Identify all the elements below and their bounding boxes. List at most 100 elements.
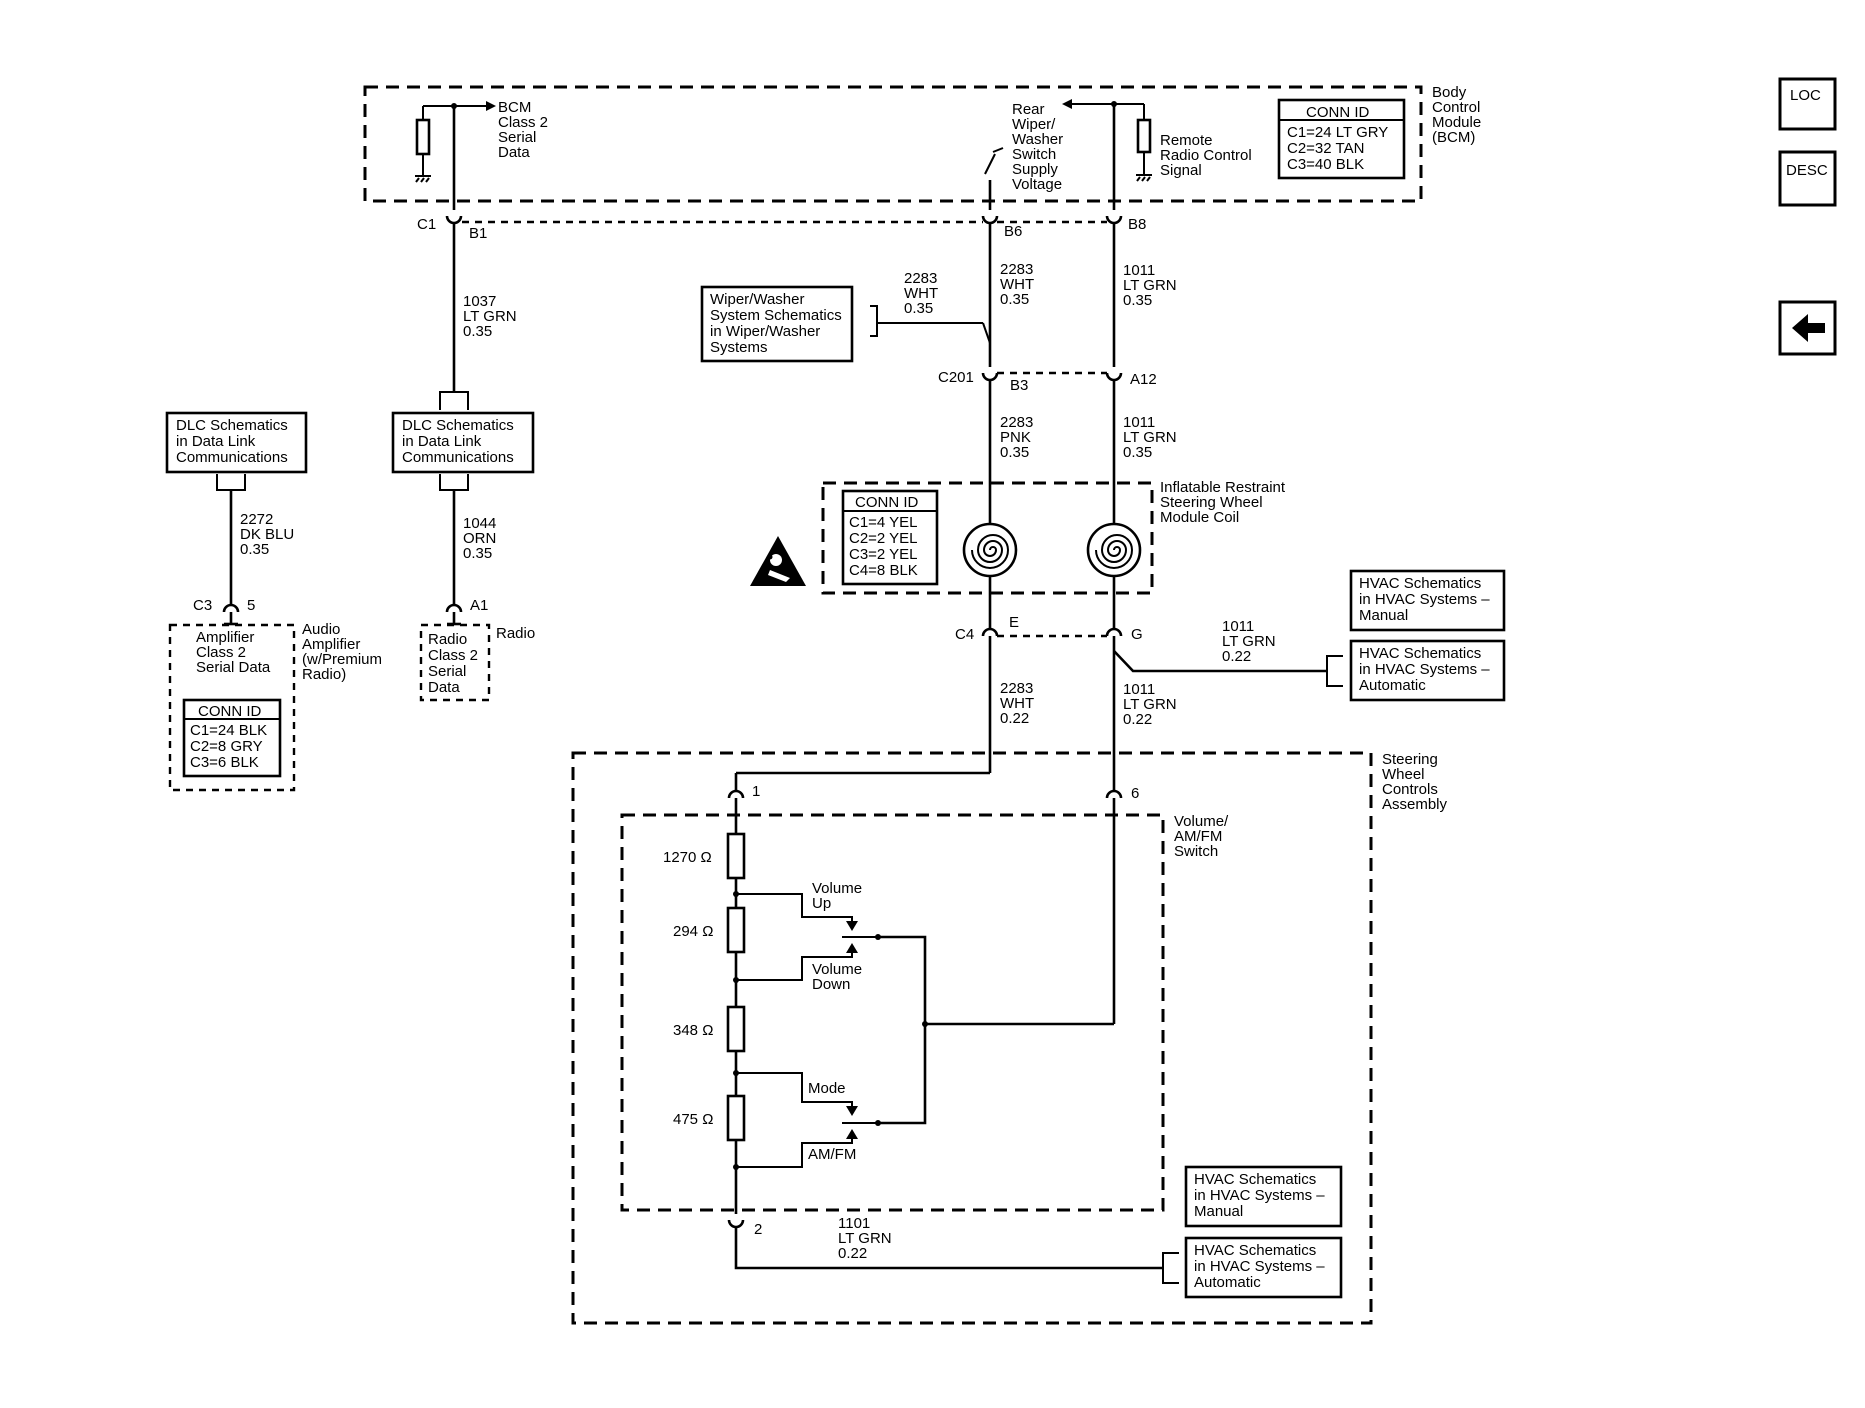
radio-outline (419, 623, 491, 702)
svg-text:C1=24 LT GRY: C1=24 LT GRY (1287, 124, 1388, 141)
volume-down-switch (736, 943, 858, 981)
pin-g: G (1131, 626, 1143, 643)
svg-text:CONN ID: CONN ID (198, 703, 262, 720)
connector-c4-label: C4 (955, 626, 974, 643)
volume-switch-outline (620, 813, 1165, 1212)
back-button[interactable] (1778, 300, 1837, 356)
resistor-294 (726, 906, 746, 954)
volume-down-label: Volume Down (812, 961, 866, 993)
svg-text:in HVAC Systems –: in HVAC Systems – (1194, 1258, 1325, 1275)
coil-conn-id-table: CONN ID C1=4 YEL C2=2 YEL C3=2 YEL C4=8 … (841, 489, 939, 586)
svg-text:CONN ID: CONN ID (1306, 104, 1370, 121)
resistor-1270 (726, 832, 746, 880)
hvac-auto-ref-bottom[interactable]: HVAC Schematics in HVAC Systems – Automa… (1184, 1236, 1343, 1299)
svg-text:HVAC Schematics: HVAC Schematics (1194, 1171, 1316, 1188)
wire-2283-low-label: 2283 WHT 0.22 (1000, 680, 1038, 727)
svg-text:in HVAC Systems –: in HVAC Systems – (1359, 661, 1490, 678)
connector-pin-6 (1105, 789, 1123, 799)
svg-text:in Data Link: in Data Link (176, 433, 256, 450)
connector-c3 (222, 603, 240, 613)
desc-button[interactable]: DESC (1778, 150, 1837, 207)
dlc-ref-mid[interactable]: DLC Schematics in Data Link Communicatio… (391, 411, 535, 474)
svg-text:C2=2 YEL: C2=2 YEL (849, 530, 918, 547)
svg-text:C1=4 YEL: C1=4 YEL (849, 514, 918, 531)
svg-text:DLC Schematics: DLC Schematics (176, 417, 288, 434)
resistor-1270-label: 1270 Ω (663, 849, 712, 866)
svg-text:Wiper/Washer: Wiper/Washer (710, 291, 804, 308)
amplifier-conn-id-table: CONN ID C1=24 BLK C2=8 GRY C3=6 BLK (182, 698, 282, 778)
volume-up-switch (736, 893, 858, 931)
svg-text:HVAC Schematics: HVAC Schematics (1359, 575, 1481, 592)
hvac-manual-ref-bottom[interactable]: HVAC Schematics in HVAC Systems – Manual (1184, 1165, 1343, 1228)
svg-text:C3=2 YEL: C3=2 YEL (849, 546, 918, 563)
coil-label: Inflatable Restraint Steering Wheel Modu… (1160, 479, 1289, 526)
resistor-475-label: 475 Ω (673, 1111, 713, 1128)
connector-c201 (981, 371, 1123, 382)
am-fm-switch (736, 1129, 858, 1168)
remote-radio-circuit (1062, 99, 1152, 210)
dlc-ref-left[interactable]: DLC Schematics in Data Link Communicatio… (165, 411, 308, 474)
radio-inner-label: Radio Class 2 Serial Data (428, 631, 482, 696)
wire-1101 (734, 1226, 1163, 1270)
svg-text:C1=24 BLK: C1=24 BLK (190, 722, 267, 739)
back-arrow-icon (1792, 314, 1825, 342)
bcm-class2-label: BCM Class 2 Serial Data (498, 99, 552, 161)
amplifier-inner-label: Amplifier Class 2 Serial Data (196, 629, 271, 676)
svg-text:C2=32 TAN: C2=32 TAN (1287, 140, 1364, 157)
resistor-348 (726, 1005, 746, 1053)
svg-text:HVAC Schematics: HVAC Schematics (1359, 645, 1481, 662)
amplifier-label: Audio Amplifier (w/Premium Radio) (302, 621, 386, 683)
mode-switch (736, 1072, 858, 1116)
svg-text:DESC: DESC (1786, 162, 1828, 179)
pin-e: E (1009, 614, 1019, 631)
svg-text:Communications: Communications (176, 449, 288, 466)
pin-b1: B1 (469, 225, 487, 242)
pin-a1: A1 (470, 597, 488, 614)
wire-1011-low-label: 1011 LT GRN 0.22 (1123, 681, 1181, 728)
wire-2283-top-label: 2283 WHT 0.35 (1000, 261, 1038, 308)
steering-controls-label: Steering Wheel Controls Assembly (1382, 751, 1448, 813)
pin-6: 6 (1131, 785, 1139, 802)
wire-1011-hvac-label: 1011 LT GRN 0.22 (1222, 618, 1280, 665)
wiper-washer-ref[interactable]: Wiper/Washer System Schematics in Wiper/… (700, 285, 854, 363)
rear-wiper-label: Rear Wiper/ Washer Switch Supply Voltage (1012, 101, 1067, 193)
svg-text:LOC: LOC (1790, 87, 1821, 104)
amplifier-outline (168, 623, 296, 792)
bcm-class2-circuit (415, 101, 496, 210)
connector-c201-label: C201 (938, 369, 974, 386)
mode-label: Mode (808, 1080, 846, 1097)
radio-label: Radio (496, 625, 535, 642)
coil-module-outline (821, 481, 1154, 595)
loc-button[interactable]: LOC (1778, 77, 1837, 131)
connector-c3-label: C3 (193, 597, 212, 614)
am-fm-label: AM/FM (808, 1146, 856, 1163)
svg-text:CONN ID: CONN ID (855, 494, 919, 511)
svg-text:Communications: Communications (402, 449, 514, 466)
connector-pin-1 (727, 789, 745, 799)
svg-text:Manual: Manual (1194, 1203, 1243, 1220)
svg-text:in HVAC Systems –: in HVAC Systems – (1194, 1187, 1325, 1204)
connector-pin-2 (727, 1219, 745, 1229)
resistor-348-label: 348 Ω (673, 1022, 713, 1039)
svg-text:C3=40 BLK: C3=40 BLK (1287, 156, 1364, 173)
pin-5: 5 (247, 597, 255, 614)
pin-b3: B3 (1010, 377, 1028, 394)
pin-b6: B6 (1004, 223, 1022, 240)
wire-2283-pnk-label: 2283 PNK 0.35 (1000, 414, 1038, 461)
hvac-auto-ref-top[interactable]: HVAC Schematics in HVAC Systems – Automa… (1349, 639, 1506, 702)
svg-text:in Data Link: in Data Link (402, 433, 482, 450)
connector-a1 (445, 603, 463, 613)
resistor-294-label: 294 Ω (673, 923, 713, 940)
svg-text:HVAC Schematics: HVAC Schematics (1194, 1242, 1316, 1259)
pin-2: 2 (754, 1221, 762, 1238)
steering-controls-outline (571, 751, 1373, 1325)
hvac-manual-ref-top[interactable]: HVAC Schematics in HVAC Systems – Manual (1349, 569, 1506, 632)
bcm-module-label: Body Control Module (BCM) (1432, 84, 1485, 146)
svg-text:DLC Schematics: DLC Schematics (402, 417, 514, 434)
svg-text:C2=8 GRY: C2=8 GRY (190, 738, 263, 755)
pin-1: 1 (752, 783, 760, 800)
clockspring-coil-left (962, 522, 1018, 578)
bcm-connector-c1-label: C1 (417, 216, 436, 233)
wire-1011-mid-label: 1011 LT GRN 0.35 (1123, 414, 1181, 461)
wire-1101-label: 1101 LT GRN 0.22 (838, 1215, 896, 1262)
